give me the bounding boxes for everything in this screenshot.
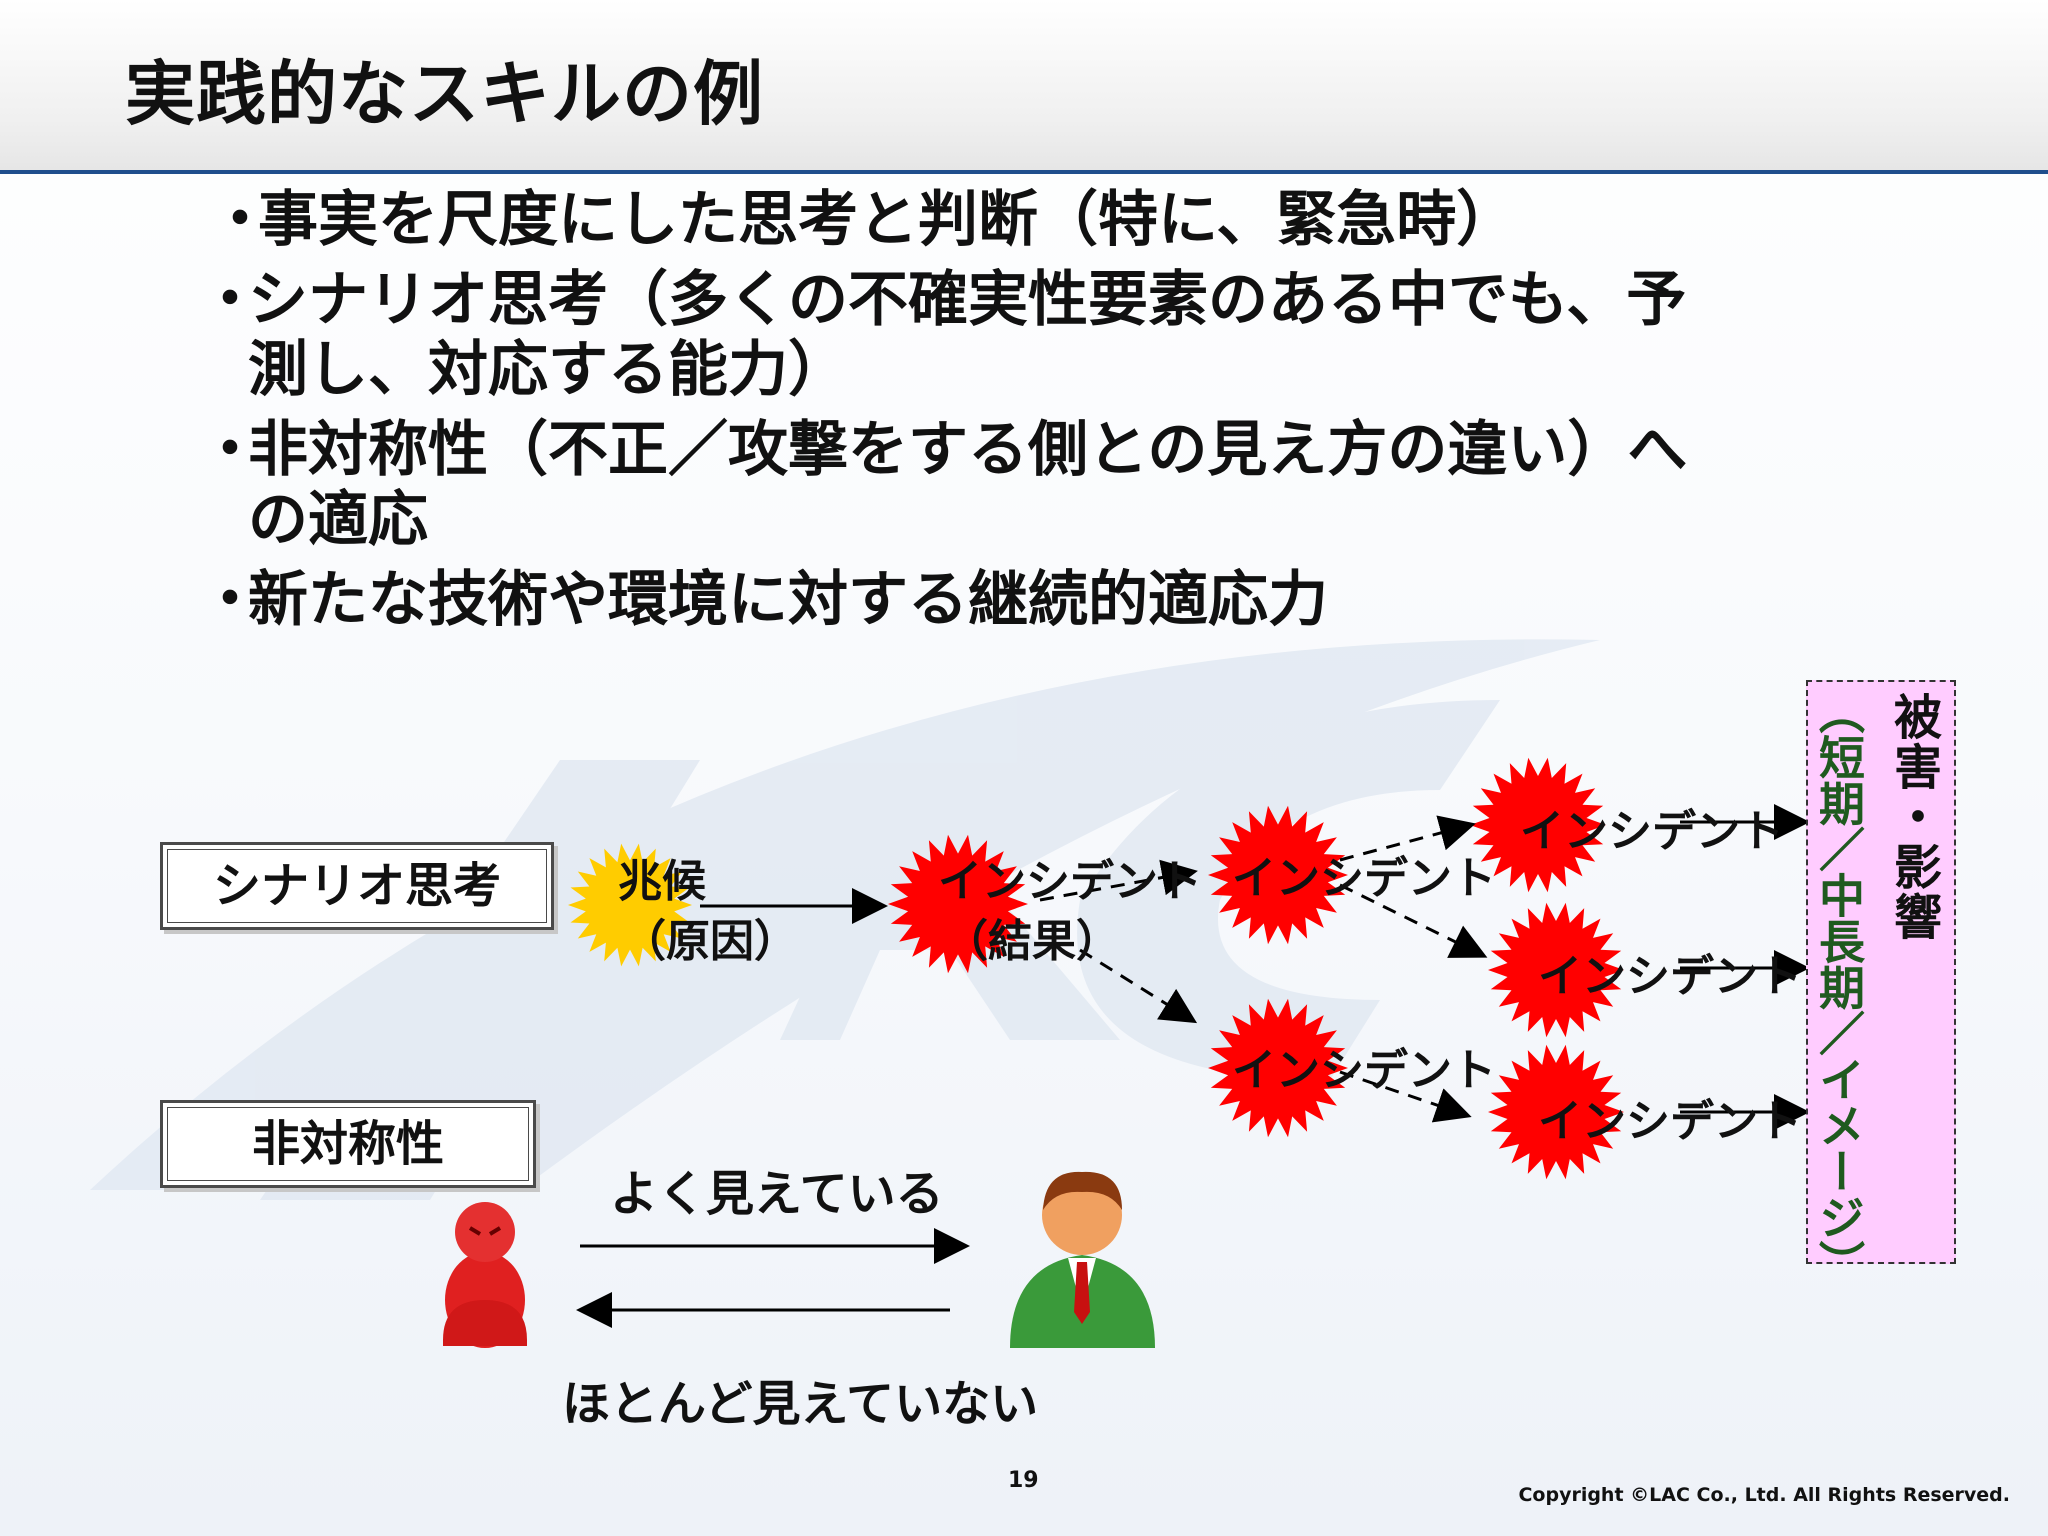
asymmetry-box: 非対称性 (160, 1100, 536, 1188)
bullet-mark: ・ (210, 185, 270, 255)
visible-label: よく見えている (610, 1166, 944, 1222)
bullet-list: ・ 事実を尺度にした思考と判断（特に、緊急時） ・ シナリオ思考（多くの不確実性… (200, 185, 1920, 645)
incident-burst (1488, 1044, 1624, 1180)
bullet-text: 非対称性（不正／攻撃をする側との見え方の違い）へ (248, 415, 1688, 485)
incident-burst (1208, 805, 1348, 945)
bullet-mark: ・ (200, 415, 260, 485)
incident-label: インシデント (1232, 853, 1496, 904)
bullet-item: ・ 事実を尺度にした思考と判断（特に、緊急時） (210, 185, 1920, 255)
hidden-label: ほとんど見えていない (562, 1376, 1039, 1432)
result-label: （結果） (944, 916, 1120, 967)
impact-sub-label: （短期／中長期／イメージ） (1812, 688, 1866, 1286)
arrow-incident-a-to-c2 (1339, 883, 1488, 958)
slide-title: 実践的なスキルの例 (125, 53, 764, 135)
omen-cause-label: （原因） (622, 916, 798, 967)
impact-box (1806, 680, 1956, 1264)
page-number: 19 (1008, 1468, 1039, 1493)
incident-burst (1208, 998, 1348, 1138)
bullet-text: 事実を尺度にした思考と判断（特に、緊急時） (258, 185, 1517, 255)
title-bar (0, 0, 2048, 174)
bullet-text: 新たな技術や環境に対する継続的適応力 (248, 565, 1328, 635)
scenario-thinking-box: シナリオ思考 (160, 842, 554, 930)
bullet-item: ・ 新たな技術や環境に対する継続的適応力 (200, 565, 1920, 635)
incident-burst (1470, 757, 1606, 893)
bullet-mark: ・ (200, 265, 260, 335)
bullet-text-continued: 測し、対応する能力） (248, 335, 848, 405)
incident-label: インシデント (1538, 951, 1802, 1002)
omen-label: 兆候 (618, 856, 706, 907)
incident-burst (1488, 902, 1624, 1038)
attacker-person-icon (443, 1202, 527, 1348)
bullet-item: ・ 非対称性（不正／攻撃をする側との見え方の違い）へ の適応 (200, 415, 1920, 555)
result-burst (888, 834, 1028, 974)
impact-main-label: 被害・影響 (1885, 692, 1941, 942)
omen-burst (568, 843, 692, 967)
copyright: Copyright ©LAC Co., Ltd. All Rights Rese… (1518, 1484, 2010, 1506)
incident-label: インシデント (1538, 1096, 1802, 1147)
incident-label: インシデント (1232, 1045, 1496, 1096)
bullet-text-continued: の適応 (248, 485, 428, 555)
burst-group (568, 757, 1624, 1180)
arrow-result-to-incident-a (1039, 859, 1198, 902)
bullet-item: ・ シナリオ思考（多くの不確実性要素のある中でも、予 測し、対応する能力） (200, 265, 1920, 405)
bullet-mark: ・ (200, 565, 260, 635)
defender-person-icon (1010, 1171, 1155, 1348)
result-incident-label: インシデント (938, 856, 1202, 907)
incident-label: インシデント (1520, 806, 1784, 857)
bullet-text: シナリオ思考（多くの不確実性要素のある中でも、予 (248, 265, 1687, 335)
